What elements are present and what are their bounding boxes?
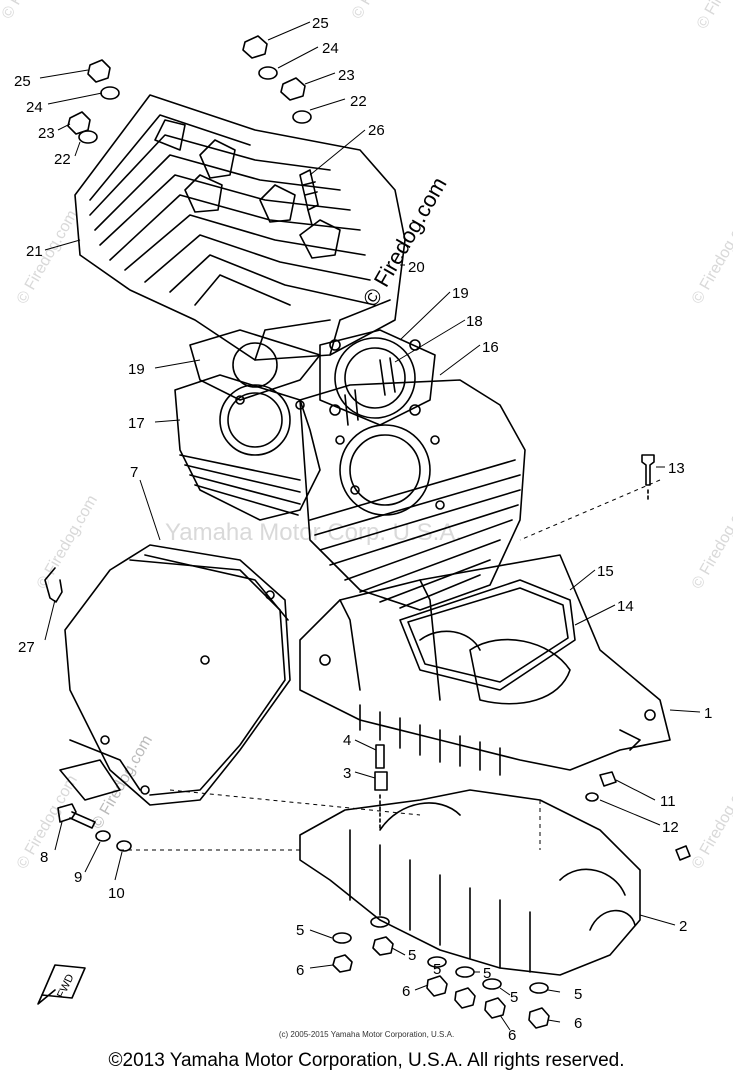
callout: 1 [704,705,712,722]
callout: 8 [40,849,48,866]
callout: 7 [130,464,138,481]
alignment-lines [120,479,661,851]
callout: 5 [433,961,441,978]
callout: 16 [482,339,499,356]
head-fasteners-right [242,35,312,124]
callout: 6 [574,1015,582,1032]
callout: 12 [662,819,679,836]
watermark-layer: © Firedog.com © Firedog.com © Firedog.co… [0,0,733,872]
crankcase-cover [59,544,291,806]
retainer-clip [44,567,63,603]
callout: 25 [14,73,31,90]
fwd-arrow [37,964,86,1005]
copyright-footer: ©2013 Yamaha Motor Corporation, U.S.A. A… [108,1050,625,1071]
callout: 18 [466,313,483,330]
callout: 6 [508,1027,516,1044]
callout: 5 [408,947,416,964]
bolt-13 [641,454,655,501]
head-gaskets [189,329,436,426]
callout: 14 [617,598,634,615]
callout: 22 [350,93,367,110]
callout: 19 [452,285,469,302]
watermark: © Firedog.com [0,0,66,22]
lower-crankcase [299,789,641,976]
callout: 26 [368,122,385,139]
cylinder-block [174,374,526,611]
copyright-small: (c) 2005-2015 Yamaha Motor Corporation, … [278,1030,455,1039]
cylinder-head-drawing [74,94,406,361]
callout: 19 [128,361,145,378]
crankcase-gaskets [399,579,576,691]
callout: 5 [574,986,582,1003]
watermark: © Firedog.com [14,207,81,307]
bolt-11-12 [585,771,691,861]
callout: 5 [510,989,518,1006]
watermark: © Firedog.com [349,0,416,22]
callout: 15 [597,563,614,580]
callout: 20 [408,259,425,276]
callout: 25 [312,15,329,32]
cover-bolt [57,803,132,852]
callout: 5 [483,965,491,982]
watermark: © Firedog.com [689,207,733,307]
callout: 3 [343,765,351,782]
watermark-center: Yamaha Motor Corp. U.S.A. [165,519,462,546]
callout: 13 [668,460,685,477]
dowel-pins [374,744,388,831]
watermark: © Firedog.com [689,492,733,592]
spark-plug [299,169,319,226]
callout: 24 [26,99,43,116]
case-nuts-washers [332,916,550,1029]
callout: 6 [402,983,410,1000]
callout: 23 [38,125,55,142]
upper-crankcase [299,554,671,776]
watermark: © Firedog.com [689,772,733,872]
callout: 9 [74,869,82,886]
callout-labels: 25 24 23 22 25 24 23 22 26 21 20 19 19 1… [14,15,712,1044]
callout: 21 [26,243,43,260]
callout: 17 [128,415,145,432]
leader-lines [39,21,701,1031]
watermark: © Firedog.com [34,492,101,592]
callout: 11 [660,793,676,810]
callout: 10 [108,885,125,902]
callout: 23 [338,67,355,84]
callout: 22 [54,151,71,168]
watermark: © Firedog.com [694,0,733,32]
callout: 4 [343,732,351,749]
callout: 27 [18,639,35,656]
stud-bolts [344,357,396,426]
callout: 5 [296,922,304,939]
callout: 2 [679,918,687,935]
callout: 24 [322,40,339,57]
callout: 6 [296,962,304,979]
